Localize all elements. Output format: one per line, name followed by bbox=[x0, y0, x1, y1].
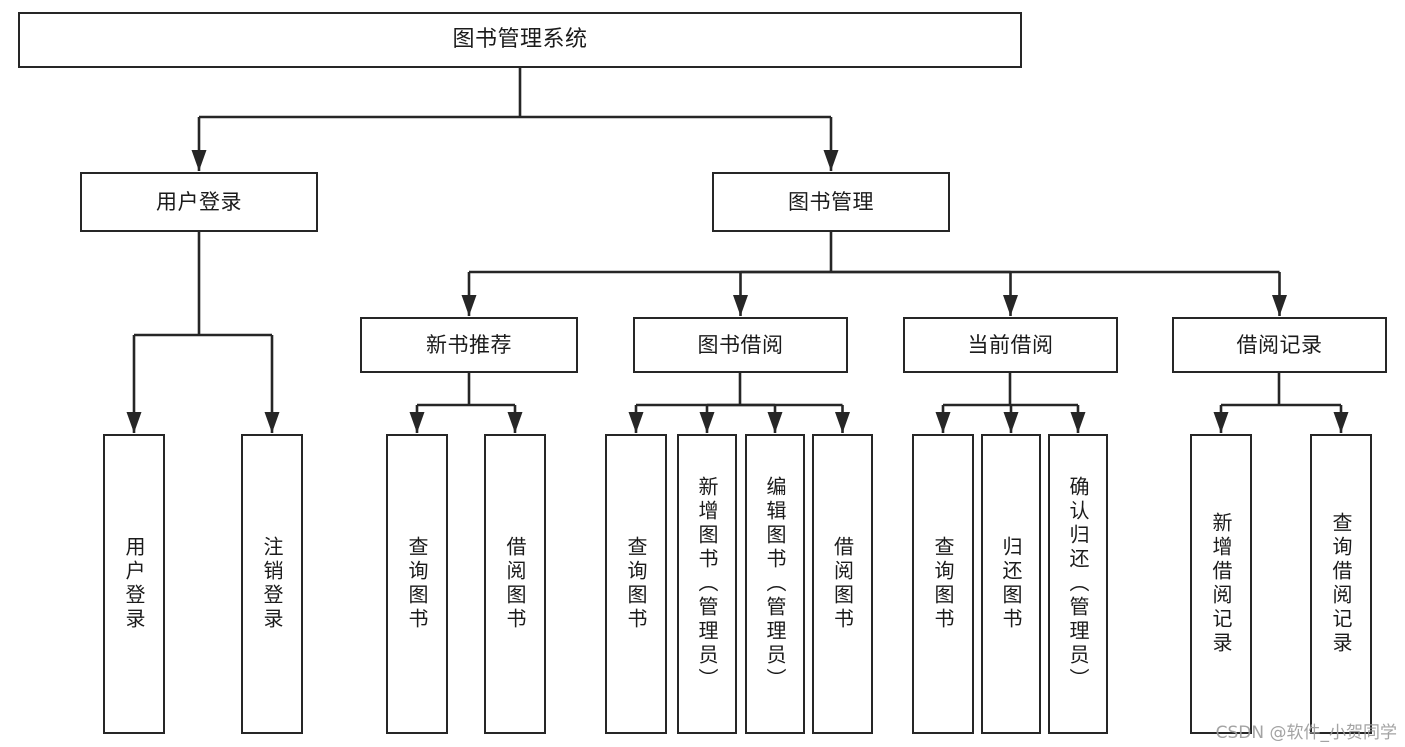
node-label: 查询图书 bbox=[624, 536, 648, 632]
node-label: 归还图书 bbox=[999, 536, 1023, 632]
arrowhead bbox=[935, 412, 951, 433]
node-label: 图书管理 bbox=[788, 189, 874, 214]
node-user-login[interactable]: 用户登录 bbox=[80, 172, 318, 232]
node-root[interactable]: 图书管理系统 bbox=[18, 12, 1022, 68]
node-label: 查询图书 bbox=[931, 536, 955, 632]
node-label: 借阅图书 bbox=[503, 536, 527, 632]
node-new-book-rec[interactable]: 新书推荐 bbox=[360, 317, 578, 373]
node-label: 图书借阅 bbox=[697, 332, 784, 357]
arrowhead bbox=[461, 295, 477, 316]
node-leaf-query-book-2[interactable]: 查询图书 bbox=[605, 434, 667, 734]
arrowhead bbox=[1070, 412, 1086, 433]
node-label: 当前借阅 bbox=[967, 332, 1054, 357]
node-label: 图书管理系统 bbox=[452, 27, 588, 53]
arrowhead bbox=[191, 150, 207, 171]
edge-group bbox=[126, 68, 1349, 433]
node-book-borrow[interactable]: 图书借阅 bbox=[633, 317, 848, 373]
node-leaf-borrow-book-1[interactable]: 借阅图书 bbox=[484, 434, 546, 734]
node-leaf-return-book[interactable]: 归还图书 bbox=[981, 434, 1041, 734]
node-leaf-borrow-book-2[interactable]: 借阅图书 bbox=[812, 434, 873, 734]
arrowhead bbox=[1213, 412, 1229, 433]
arrowhead bbox=[1003, 412, 1019, 433]
arrowhead bbox=[1272, 295, 1287, 316]
arrowhead bbox=[628, 412, 644, 433]
arrowhead bbox=[126, 412, 142, 433]
node-book-manage[interactable]: 图书管理 bbox=[712, 172, 950, 232]
arrowhead bbox=[1003, 295, 1018, 316]
node-label: 确认归还（管理员） bbox=[1066, 476, 1090, 692]
node-label: 查询图书 bbox=[405, 536, 429, 632]
node-label: 用户登录 bbox=[122, 536, 146, 632]
arrowhead bbox=[835, 412, 850, 433]
node-leaf-confirm-return[interactable]: 确认归还（管理员） bbox=[1048, 434, 1108, 734]
arrowhead bbox=[507, 412, 523, 433]
node-label: 新增图书（管理员） bbox=[695, 476, 719, 692]
arrowhead bbox=[699, 412, 715, 433]
node-leaf-add-record[interactable]: 新增借阅记录 bbox=[1190, 434, 1252, 734]
arrowhead bbox=[264, 412, 280, 433]
node-leaf-query-book-1[interactable]: 查询图书 bbox=[386, 434, 448, 734]
node-leaf-user-login[interactable]: 用户登录 bbox=[103, 434, 165, 734]
node-label: 新增借阅记录 bbox=[1209, 512, 1233, 656]
node-borrow-record[interactable]: 借阅记录 bbox=[1172, 317, 1387, 373]
node-leaf-edit-book[interactable]: 编辑图书（管理员） bbox=[745, 434, 805, 734]
arrowhead bbox=[733, 295, 748, 316]
arrowhead bbox=[409, 412, 425, 433]
arrowhead bbox=[1333, 412, 1349, 433]
node-label: 用户登录 bbox=[156, 189, 242, 214]
arrowhead bbox=[767, 412, 783, 433]
arrowhead bbox=[823, 150, 839, 171]
node-label: 编辑图书（管理员） bbox=[763, 476, 787, 692]
node-leaf-query-record[interactable]: 查询借阅记录 bbox=[1310, 434, 1372, 734]
node-leaf-add-book[interactable]: 新增图书（管理员） bbox=[677, 434, 737, 734]
node-label: 借阅图书 bbox=[830, 536, 855, 632]
node-leaf-query-book-3[interactable]: 查询图书 bbox=[912, 434, 974, 734]
node-label: 新书推荐 bbox=[426, 332, 512, 357]
node-label: 借阅记录 bbox=[1236, 332, 1323, 357]
watermark-text: CSDN @软件_小贺同学 bbox=[1215, 723, 1397, 743]
node-label: 查询借阅记录 bbox=[1329, 512, 1353, 656]
node-label: 注销登录 bbox=[260, 536, 284, 632]
node-leaf-logout[interactable]: 注销登录 bbox=[241, 434, 303, 734]
node-current-borrow[interactable]: 当前借阅 bbox=[903, 317, 1118, 373]
